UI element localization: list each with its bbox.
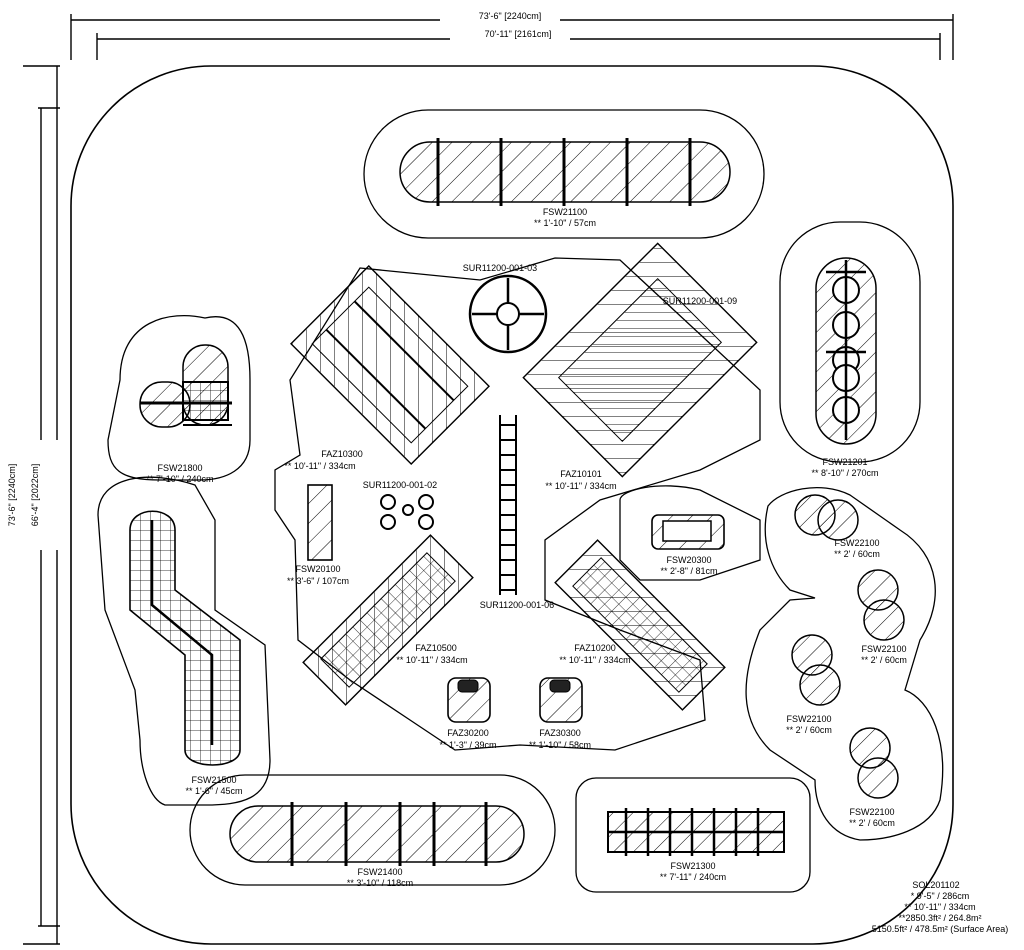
fsw21300-equipment (607, 808, 785, 856)
faz10500-equipment (302, 534, 474, 706)
faz30300-size: ** 1'-10" / 58cm (529, 740, 591, 750)
fsw21201-equipment (815, 257, 877, 445)
fsw21100-code: FSW21100 (543, 207, 587, 217)
fsw20100-code: FSW20100 (295, 564, 340, 574)
fsw22100-d-code: FSW22100 (849, 807, 894, 817)
fsw21400-equipment (229, 802, 525, 866)
faz10101-code: FAZ10101 (560, 469, 602, 479)
fsw22100-b-code: FSW22100 (861, 644, 906, 654)
faz30200-size: ** 1'-3" / 39cm (440, 740, 497, 750)
faz10101-equipment (522, 242, 758, 478)
faz10500-code: FAZ10500 (415, 643, 457, 653)
fsw20300-size: ** 2'-8" / 81cm (661, 566, 718, 576)
faz10200-size: ** 10'-11" / 334cm (559, 655, 630, 665)
faz10200-code: FAZ10200 (574, 643, 616, 653)
fsw21800-code: FSW21800 (157, 463, 202, 473)
sur-002-stumps (380, 494, 434, 530)
fsw20100-size: ** 3'-6" / 107cm (287, 576, 349, 586)
fsw22100-c-equipment (791, 634, 841, 706)
safety-zones (97, 109, 944, 893)
sur-002-code: SUR11200-001-02 (363, 480, 437, 490)
site-boundary (70, 65, 954, 945)
fsw21300-code: FSW21300 (670, 861, 715, 871)
fsw21400-code: FSW21400 (357, 867, 402, 877)
overall-width-label: 73'-6" [2240cm] (479, 11, 541, 21)
summary-block: SOL201102 * 9'-5" / 286cm ** 10'-11" / 3… (872, 880, 1009, 934)
fsw21400-size: ** 3'-10" / 118cm (347, 878, 413, 888)
fsw22100-c-size: ** 2' / 60cm (786, 725, 832, 735)
inner-width-label: 70'-11" [2161cm] (485, 29, 552, 39)
summary-line-4: 5150.5ft² / 478.5m² (Surface Area) (872, 924, 1009, 934)
summary-line-1: * 9'-5" / 286cm (911, 891, 969, 901)
faz10200-equipment (554, 539, 726, 711)
sur-009-code: SUR11200-001-09 (663, 296, 737, 306)
fsw21100-equipment (399, 138, 731, 206)
fsw20300-code: FSW20300 (666, 555, 711, 565)
sur-006-code: SUR11200-001-06 (480, 600, 554, 610)
faz30200-code: FAZ30200 (447, 728, 489, 738)
faz10300-equipment (290, 265, 490, 465)
fsw21201-code: FSW21201 (822, 457, 867, 467)
summary-line-3: **2850.3ft² / 264.8m² (898, 913, 981, 923)
faz10500-size: ** 10'-11" / 334cm (396, 655, 467, 665)
sur-003-equipment (468, 274, 548, 354)
fsw20300-equipment (651, 514, 725, 550)
fsw21800-size: ** 7'-10" / 240cm (147, 474, 214, 484)
faz10101-size: ** 10'-11" / 334cm (545, 481, 616, 491)
fsw21201-size: ** 8'-10" / 270cm (812, 468, 879, 478)
summary-code: SOL201102 (912, 880, 959, 890)
fsw21500-code: FSW21500 (191, 775, 236, 785)
fsw22100-a-equipment (794, 494, 859, 541)
fsw21500-size: ** 1'-6" / 45cm (186, 786, 243, 796)
inner-height-label: 66'-4" [2022cm] (30, 464, 40, 526)
fsw22100-b-equipment (857, 569, 905, 641)
fsw22100-d-equipment (849, 727, 899, 799)
fsw21500-equipment (129, 510, 241, 766)
faz10300-code: FAZ10300 (321, 449, 363, 459)
sur-006-ladder (499, 415, 517, 595)
fsw22100-b-size: ** 2' / 60cm (861, 655, 907, 665)
faz30200-equipment (447, 677, 491, 723)
faz30300-code: FAZ30300 (539, 728, 581, 738)
faz10300-size: ** 10'-11" / 334cm (284, 461, 355, 471)
overall-height-label: 73'-6" [2240cm] (7, 464, 17, 526)
summary-line-2: ** 10'-11" / 334cm (904, 902, 975, 912)
fsw22100-a-size: ** 2' / 60cm (834, 549, 880, 559)
faz30300-equipment (539, 677, 583, 723)
sur-003-code: SUR11200-001-03 (463, 263, 537, 273)
fsw22100-a-code: FSW22100 (834, 538, 879, 548)
fsw21100-size: ** 1'-10" / 57cm (534, 218, 596, 228)
fsw21300-size: ** 7'-11" / 240cm (660, 872, 726, 882)
fsw21800-equipment (139, 344, 232, 428)
fsw22100-c-code: FSW22100 (786, 714, 831, 724)
fsw22100-d-size: ** 2' / 60cm (849, 818, 895, 828)
fsw20100-equipment (307, 484, 333, 561)
